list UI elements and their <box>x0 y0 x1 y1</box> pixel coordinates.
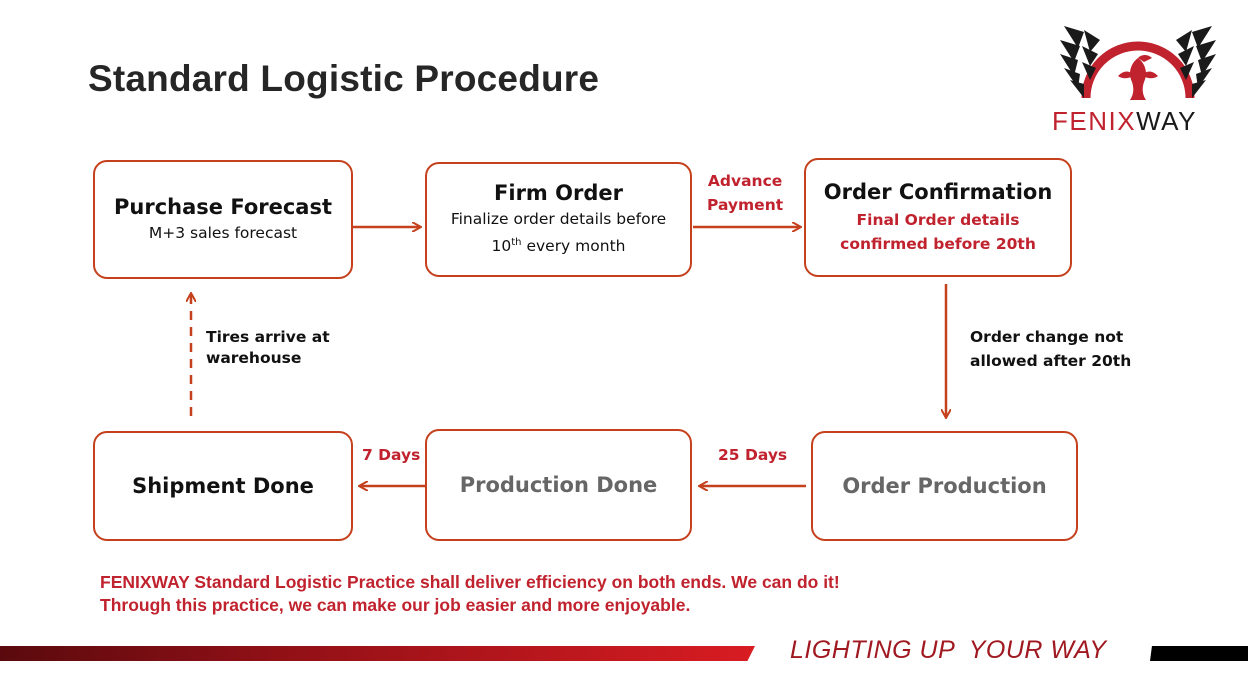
phoenix-logo-icon <box>1060 26 1216 100</box>
advance-payment-line2: Payment <box>707 196 784 214</box>
brand-text-way: WAY <box>1136 106 1197 136</box>
production-done-title: Production Done <box>459 473 658 497</box>
label-tires-arrive: Tires arrive at warehouse <box>206 327 330 369</box>
footer-note-line2: Through this practice, we can make our j… <box>100 595 691 615</box>
advance-payment-line1: Advance <box>707 172 783 190</box>
purchase-forecast-title: Purchase Forecast <box>114 194 332 219</box>
bottom-red-bar <box>0 646 755 661</box>
tires-arrive-line1: Tires arrive at <box>206 328 330 346</box>
label-advance-payment: Advance Payment <box>707 169 783 217</box>
box-shipment-done: Shipment Done <box>93 431 353 541</box>
purchase-forecast-sub: M+3 sales forecast <box>148 223 298 242</box>
order-confirmation-sub-line2: confirmed before 20th <box>840 234 1036 253</box>
label-7-days: 7 Days <box>362 446 421 464</box>
label-order-change: Order change not allowed after 20th <box>970 325 1131 373</box>
box-order-production: Order Production <box>811 431 1078 541</box>
order-change-line2: allowed after 20th <box>970 352 1132 370</box>
bottom-black-bar <box>1150 646 1248 661</box>
firm-order-sub-line1: Finalize order details before <box>450 209 667 228</box>
order-confirmation-sub-line1: Final Order details <box>856 210 1020 229</box>
label-25-days: 25 Days <box>718 446 788 464</box>
footer-note-line1: FENIXWAY Standard Logistic Practice shal… <box>100 572 840 592</box>
slogan: LIGHTING UP YOUR WAY <box>790 636 1107 664</box>
footer-note: FENIXWAY Standard Logistic Practice shal… <box>100 571 840 617</box>
firm-order-sub-line2: 10th every month <box>492 231 626 258</box>
tires-arrive-line2: warehouse <box>206 349 302 367</box>
order-change-line1: Order change not <box>970 328 1124 346</box>
box-firm-order: Firm Order Finalize order details before… <box>425 162 692 277</box>
brand-wordmark: FENIXWAY <box>1052 106 1197 137</box>
box-production-done: Production Done <box>425 429 692 541</box>
order-confirmation-title: Order Confirmation <box>823 179 1053 204</box>
box-order-confirmation: Order Confirmation Final Order details c… <box>804 158 1072 277</box>
firm-order-day-rest: every month <box>521 237 626 256</box>
order-production-title: Order Production <box>842 474 1047 498</box>
box-purchase-forecast: Purchase Forecast M+3 sales forecast <box>93 160 353 279</box>
firm-order-day-suffix: th <box>511 236 522 248</box>
shipment-done-title: Shipment Done <box>132 474 314 498</box>
brand-text-fenix: FENIX <box>1052 106 1137 136</box>
firm-order-title: Firm Order <box>494 180 623 205</box>
firm-order-day: 10 <box>491 237 512 256</box>
page-title: Standard Logistic Procedure <box>88 58 600 99</box>
fenixway-logo: FENIXWAY <box>1048 18 1228 138</box>
